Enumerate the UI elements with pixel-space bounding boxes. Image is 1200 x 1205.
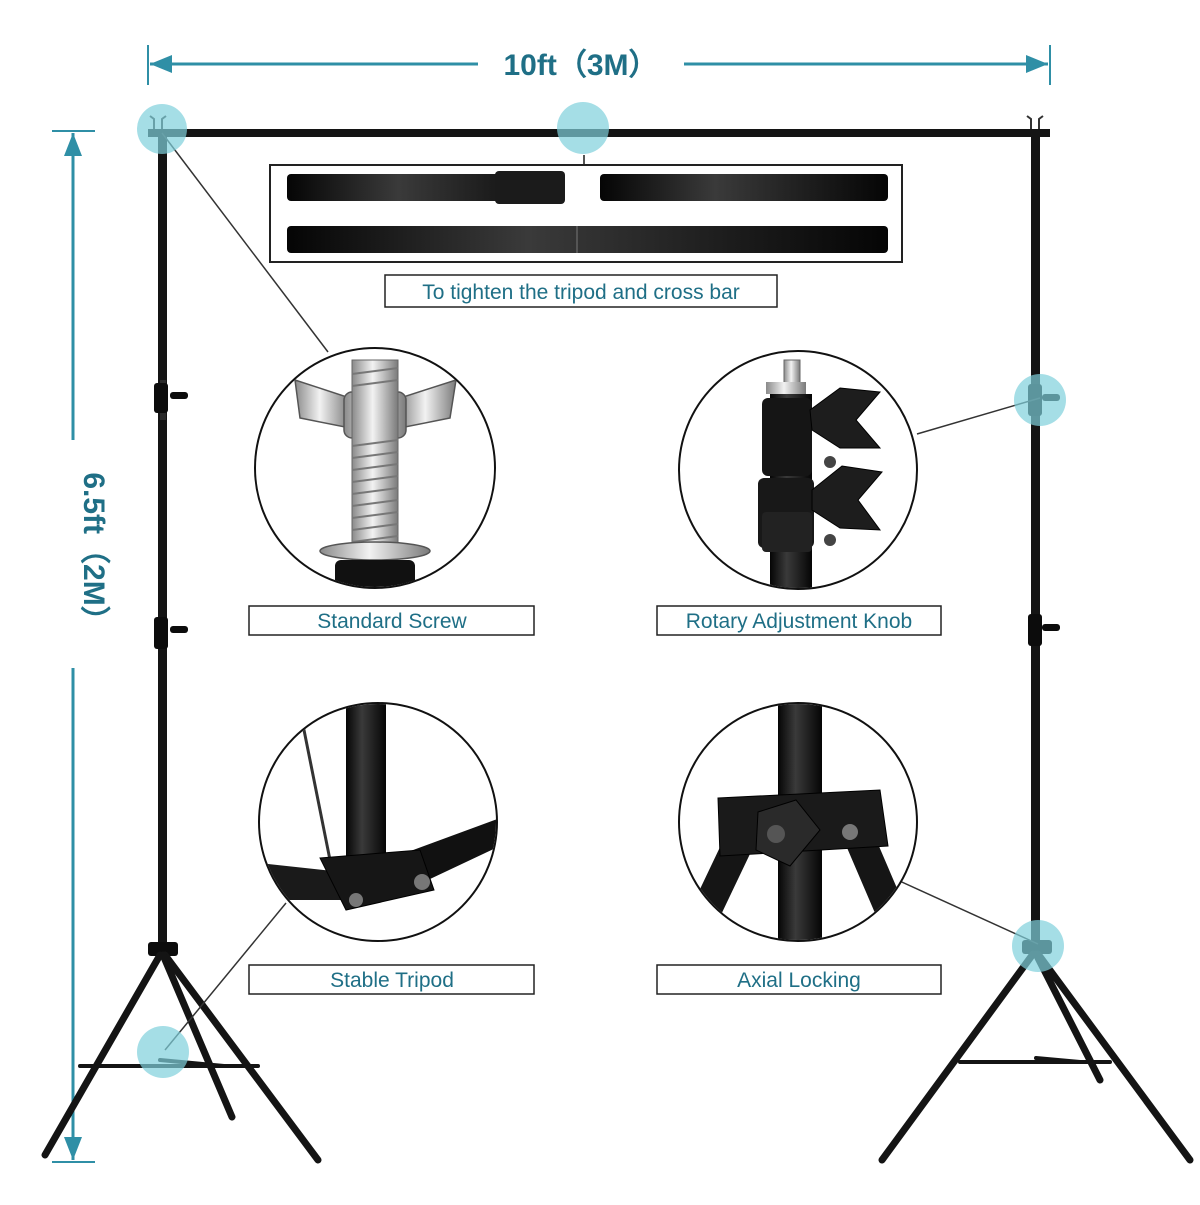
stable-tripod-callout (258, 702, 498, 942)
tripod-image (260, 704, 496, 911)
rotary-knob-callout (678, 350, 918, 590)
crossbar-segments-inset (269, 155, 903, 263)
backdrop-stand (41, 115, 1194, 1164)
arrow-down-icon (64, 1137, 82, 1160)
standard-screw-label-box (248, 605, 535, 636)
crossbar-caption: To tighten the tripod and cross bar (422, 281, 740, 304)
standard-screw-callout (254, 347, 496, 589)
callout-connectors (161, 132, 1041, 1051)
axial-locking-label: Axial Locking (737, 969, 861, 992)
stable-tripod-label: Stable Tripod (330, 969, 454, 992)
height-label: 6.5ft（2M） (77, 472, 111, 635)
stable-tripod-label-box (248, 964, 535, 995)
height-dimension: 6.5ft（2M） (52, 130, 111, 1163)
standard-screw-label: Standard Screw (317, 610, 467, 633)
width-dimension: 10ft（3M） (147, 45, 1051, 85)
knob-image (758, 359, 883, 588)
left-stand-pole (158, 135, 167, 950)
arrow-left-icon (150, 55, 172, 73)
rotary-knob-label-box (656, 605, 942, 636)
axial-locking-callout (678, 702, 918, 942)
rotary-knob-label: Rotary Adjustment Knob (686, 610, 912, 633)
right-tripod-legs (878, 950, 1194, 1164)
arrow-up-icon (64, 133, 82, 156)
crossbar-caption-box (384, 274, 778, 308)
right-stand-pole (1031, 135, 1040, 950)
screw-image (294, 359, 457, 587)
arrow-right-icon (1026, 55, 1048, 73)
width-label: 10ft（3M） (503, 48, 658, 82)
left-tripod-legs (41, 951, 322, 1164)
highlight-markers (137, 102, 1066, 1078)
axial-locking-label-box (656, 964, 942, 995)
